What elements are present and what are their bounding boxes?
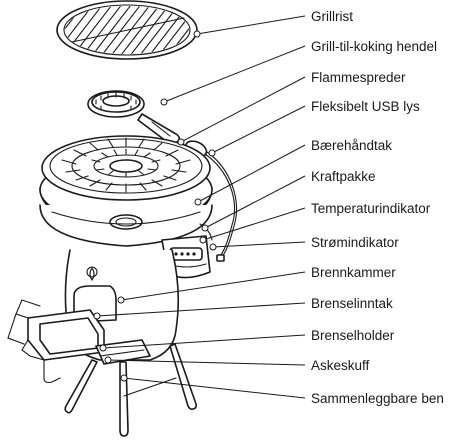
label-flammespreder: Flammespreder (311, 70, 406, 85)
label-temperaturindikator: Temperaturindikator (311, 201, 431, 216)
label-brenselholder: Brenselholder (311, 328, 395, 343)
label-grillrist: Grillrist (311, 9, 353, 24)
label-askeskuff: Askeskuff (311, 358, 370, 373)
flame-spreader-illustration (88, 91, 144, 117)
part-labels: Grillrist Grill-til-koking hendel Flamme… (311, 9, 444, 406)
label-stromindikator: Strømindikator (311, 235, 399, 250)
label-kraftpakke: Kraftpakke (311, 169, 376, 184)
label-brenselinntak: Brenselinntak (311, 296, 393, 311)
grill-body-top-illustration (40, 136, 212, 246)
grill-grate-illustration (44, 0, 198, 82)
label-brennkammer: Brennkammer (311, 265, 396, 280)
label-sammenleggbare-ben: Sammenleggbare ben (311, 391, 444, 406)
grill-illustration (8, 0, 236, 436)
label-fleksibelt-usb-lys: Fleksibelt USB lys (311, 99, 420, 114)
label-grill-til-koking-hendel: Grill-til-koking hendel (311, 39, 437, 54)
label-baerehandtak: Bærehåndtak (311, 138, 392, 153)
